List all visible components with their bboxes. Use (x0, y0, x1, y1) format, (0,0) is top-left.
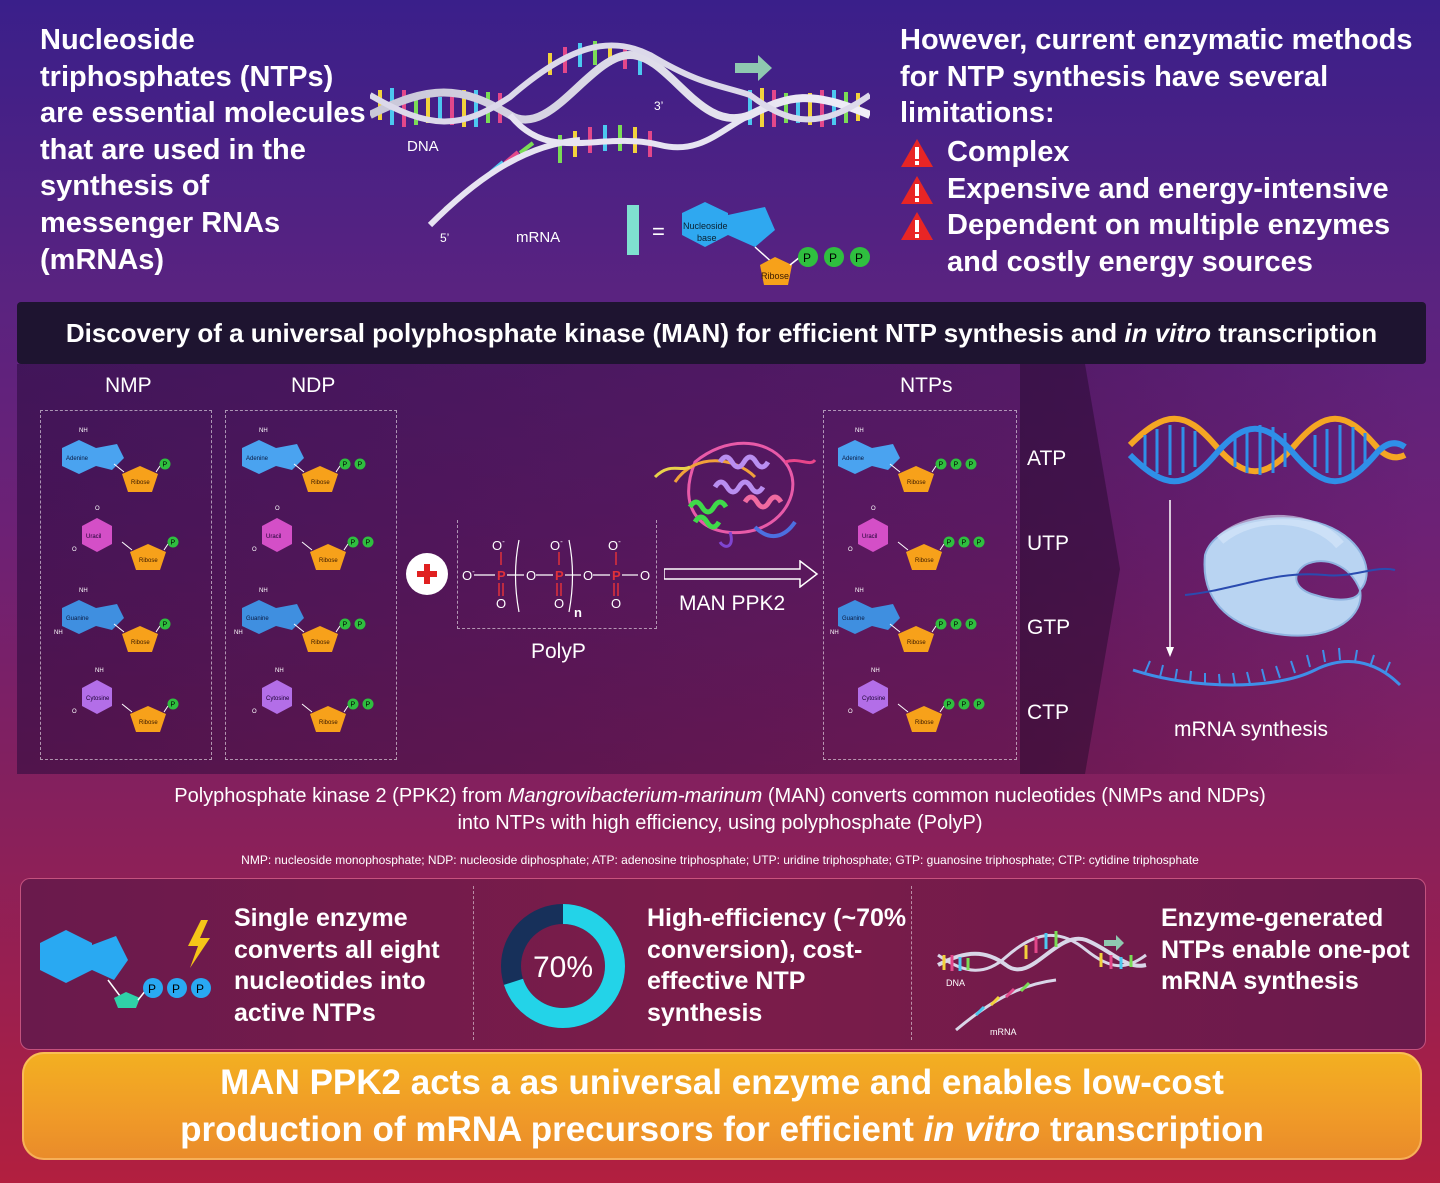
conclusion-box: MAN PPK2 acts a as universal enzyme and … (22, 1052, 1422, 1160)
nmp-header: NMP (105, 374, 152, 397)
polyp-box (457, 520, 657, 629)
donut-label: 70% (533, 951, 593, 984)
limitation-item: Complex (900, 134, 1430, 171)
nucleotide-lightning-icon: P P P (40, 920, 211, 1008)
ctp-label: CTP (1027, 701, 1069, 724)
gtp-label: GTP (1027, 616, 1071, 639)
ppk2-protein-structure-icon (653, 441, 817, 548)
mrna-synthesis-illustration (1127, 415, 1407, 687)
svg-text:O: O (583, 568, 593, 583)
rung-icon (627, 205, 639, 255)
svg-text:O: O (554, 596, 564, 611)
rna-polymerase-icon (1184, 514, 1396, 637)
svg-text:P: P (196, 982, 204, 996)
utp-label: UTP (1027, 532, 1069, 555)
dna-label: DNA (407, 138, 439, 155)
direction-arrow-icon (735, 55, 772, 81)
figure-caption: Polyphosphate kinase 2 (PPK2) from Mangr… (174, 785, 1266, 834)
svg-text:P: P (555, 568, 564, 583)
svg-text:P: P (172, 982, 180, 996)
three-prime-label: 3’ (654, 99, 663, 113)
svg-text:O: O (611, 596, 621, 611)
polyp-label: PolyP (531, 640, 586, 663)
card-single-enzyme-text: Single enzyme converts all eight nucleot… (234, 904, 440, 1027)
panel-arrow-shape (1020, 364, 1120, 774)
card-one-pot-text: Enzyme-generated NTPs enable one-pot mRN… (1161, 904, 1410, 995)
lightning-icon (188, 920, 210, 968)
enzyme-label: MAN PPK2 (679, 592, 786, 615)
card-efficiency-text: High-efficiency (~70% conversion), cost-… (647, 904, 907, 1027)
svg-text:O: O (496, 596, 506, 611)
svg-text:O: O (640, 568, 650, 583)
polyp-structure: O- O- O- O- P O P O P O O O O n (462, 537, 650, 620)
five-prime-label: 5’ (440, 231, 449, 245)
one-pot-dna-icon: DNA mRNA (937, 931, 1147, 1037)
reaction-arrow-icon (664, 560, 819, 588)
svg-text:DNA: DNA (946, 978, 965, 988)
dna-double-helix-icon (1127, 415, 1407, 485)
card-divider (473, 886, 474, 1040)
nmp-box (40, 410, 212, 760)
warning-icon (901, 139, 933, 167)
dna-transcription-illustration: DNA mRNA 3’ 5’ = Nucleoside base Ribose … (370, 41, 870, 285)
benefit-cards (20, 878, 1426, 1050)
ntps-header: NTPs (900, 374, 953, 397)
limitations-list: Complex Expensive and energy-intensive D… (900, 134, 1430, 280)
mrna-synthesis-label: mRNA synthesis (1174, 718, 1329, 741)
svg-text:n: n (574, 605, 582, 620)
limitations-title: However, current enzymatic methods for N… (900, 24, 1413, 130)
svg-text:P: P (829, 251, 837, 265)
svg-text:P: P (497, 568, 506, 583)
atp-label: ATP (1027, 447, 1067, 470)
svg-text:P: P (803, 251, 811, 265)
svg-text:O: O (526, 568, 536, 583)
donut-fill-arc (501, 904, 625, 1028)
svg-text:O-: O- (608, 537, 621, 553)
dna-rungs (378, 41, 860, 211)
svg-text:base: base (697, 233, 717, 243)
discovery-banner: Discovery of a universal polyphosphate k… (17, 302, 1426, 364)
svg-text:O-: O- (492, 537, 505, 553)
svg-text:Ribose: Ribose (761, 271, 789, 281)
warning-icon (901, 175, 933, 204)
nucleoside-base-icon (682, 202, 728, 247)
ribose-icon (760, 257, 792, 285)
card-divider (911, 886, 912, 1040)
warning-icon (901, 212, 933, 241)
conversion-donut: 70% (501, 904, 625, 1028)
svg-text:P: P (148, 982, 156, 996)
limitation-item: Expensive and energy-intensive (900, 171, 1430, 208)
svg-text:mRNA: mRNA (990, 1027, 1017, 1037)
svg-text:O-: O- (462, 567, 475, 583)
svg-text:P: P (612, 568, 621, 583)
ndp-box (225, 410, 397, 760)
plus-icon (406, 553, 448, 595)
ntp-box (823, 410, 1017, 760)
abbreviations-note: NMP: nucleoside monophosphate; NDP: nucl… (241, 853, 1199, 867)
ndp-header: NDP (291, 374, 336, 397)
mrna-label: mRNA (516, 229, 560, 246)
intro-text: Nucleoside triphosphates (NTPs) are esse… (40, 24, 366, 276)
equals-sign: = (652, 219, 665, 244)
svg-text:O-: O- (550, 537, 563, 553)
svg-text:Nucleoside: Nucleoside (683, 221, 728, 231)
svg-text:P: P (855, 251, 863, 265)
limitation-item: Dependent on multiple enzymes and costly… (900, 207, 1430, 280)
